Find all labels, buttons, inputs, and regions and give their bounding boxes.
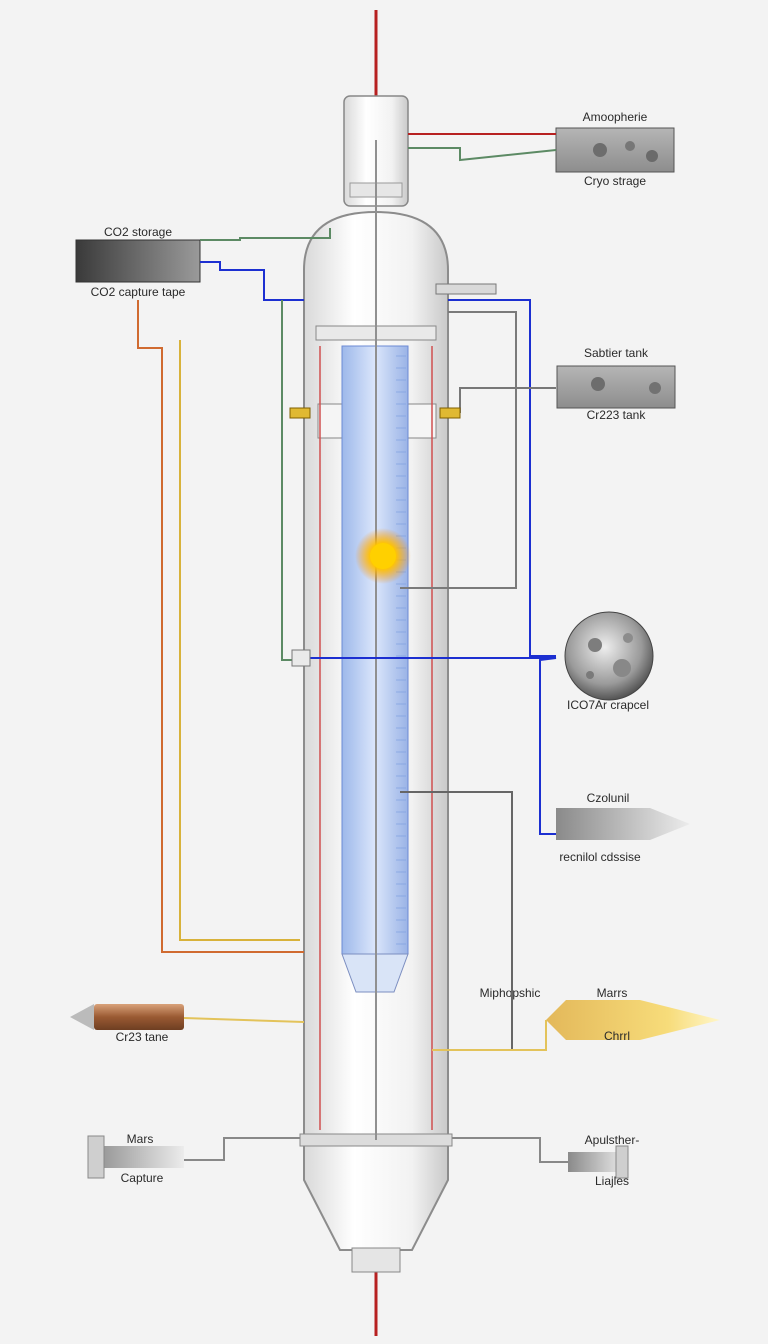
mars-left-label: Mars: [127, 1132, 154, 1146]
colourful-label: Czolunil: [587, 791, 630, 805]
mars-right-label: Marrs: [597, 986, 628, 1000]
co2-storage-tank: [75, 239, 201, 283]
miphopshic-label: Miphopshic: [480, 986, 541, 1000]
pipe-green-top: [408, 147, 557, 162]
sabatier-tank-label: Sabtier tank: [584, 346, 649, 360]
pipe-yellow-left: [179, 340, 300, 941]
co2-storage-label: CO2 storage: [104, 225, 172, 239]
pipe-bottom-left: [184, 1137, 300, 1161]
pipe-gray-side: [400, 311, 517, 589]
pipe-yellow-right: [432, 1020, 547, 1051]
cryo-storage-label: Cryo strage: [584, 174, 646, 188]
gray-nozzle: [556, 808, 690, 840]
pipe-yellow-copper: [183, 1017, 305, 1023]
moon-icon: [564, 611, 654, 701]
fitting-right-yellow: [439, 407, 461, 419]
c23-tane-label: Cr23 tane: [116, 1030, 169, 1044]
pipe-blue-left: [200, 261, 304, 301]
pipe-orange-left: [137, 300, 304, 953]
co2-capture-label: CO2 capture tape: [91, 285, 186, 299]
recnil-cassise-label: recnilol cdssise: [559, 850, 641, 864]
co2-air-capsule-label: ICO7Ar crapcel: [567, 698, 649, 712]
pipe-bottom-right: [452, 1137, 568, 1163]
liajles-label: Liajles: [595, 1174, 629, 1188]
fitting-left-mid: [291, 649, 311, 667]
c223-tank-label: Cr223 tank: [587, 408, 647, 422]
sun-flare-icon: [355, 528, 411, 584]
apulsther-tube: [568, 1152, 626, 1172]
bottom-nozzle: [351, 1247, 401, 1273]
copper-tube-tip: [70, 1004, 94, 1030]
chrl-label: Chrrl: [604, 1029, 630, 1043]
pipe-green-down: [281, 300, 304, 661]
pipe-green-left: [200, 228, 331, 241]
pipe-sabatier: [448, 387, 556, 413]
vessel-bottom-cone: [303, 1139, 449, 1251]
capture-label: Capture: [121, 1171, 164, 1185]
fitting-right-top: [435, 283, 497, 295]
fitting-left-yellow: [289, 407, 311, 419]
atmosphere-tank: [555, 127, 675, 173]
copper-tube: [94, 1004, 184, 1030]
apulsther-label: Apulsther-: [585, 1133, 640, 1147]
mars-capture-tube: [88, 1146, 184, 1168]
gold-nozzle: [546, 1000, 720, 1040]
pipe-blue-right: [448, 299, 556, 657]
pipe-blue-mid: [300, 657, 557, 835]
atmosphere-label: Amoopherie: [583, 110, 648, 124]
